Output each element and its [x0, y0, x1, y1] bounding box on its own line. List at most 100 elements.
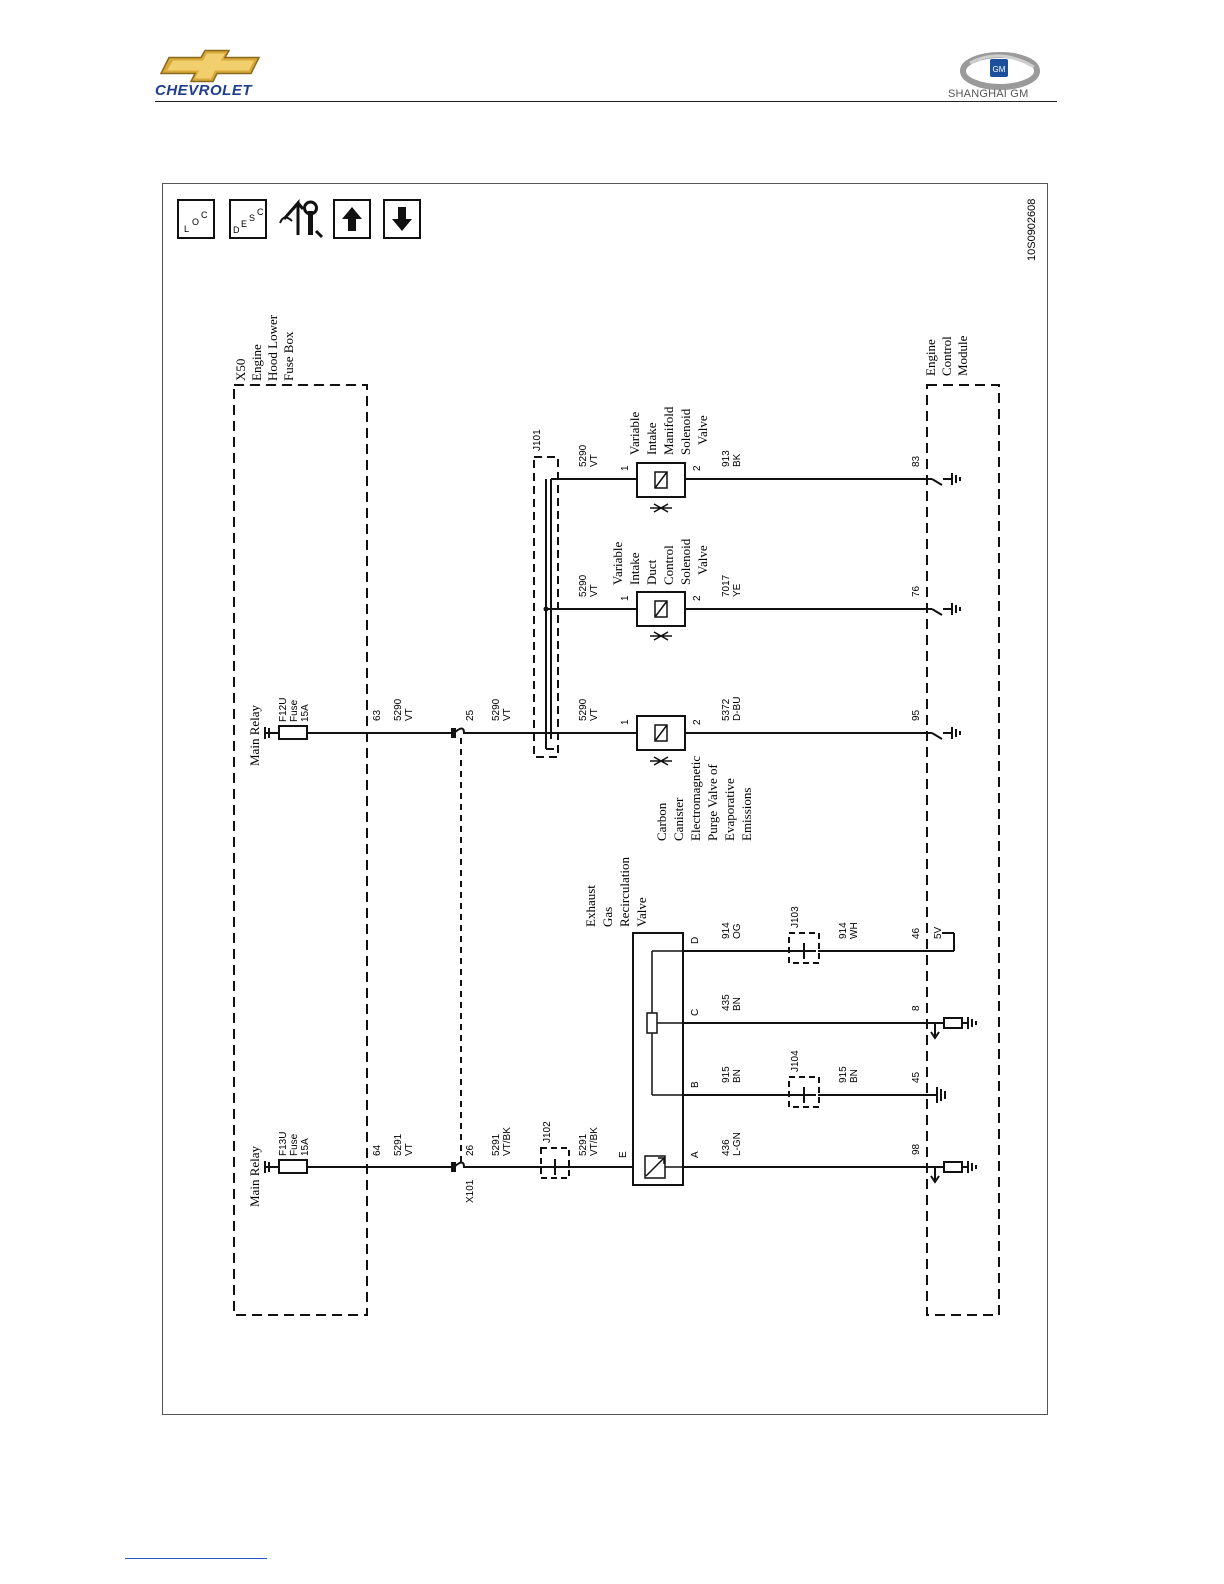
- svg-text:S: S: [249, 213, 255, 223]
- svg-text:64: 64: [372, 1144, 383, 1156]
- svg-text:Fuse: Fuse: [289, 1133, 300, 1156]
- svg-text:95: 95: [911, 709, 922, 721]
- svg-text:O: O: [192, 217, 199, 227]
- svg-text:VT: VT: [589, 708, 600, 721]
- purge-solenoid-valve: 1 2 Carbon Canister Electromagnetic Purg…: [620, 715, 932, 841]
- svg-text:D: D: [690, 937, 701, 944]
- svg-text:VT: VT: [404, 708, 415, 721]
- fuse-f12u-branch: Main Relay F12U Fuse 15A: [247, 698, 311, 766]
- splice-j102: J102: [540, 1121, 570, 1179]
- svg-text:15A: 15A: [300, 704, 311, 722]
- svg-text:2: 2: [692, 465, 703, 471]
- svg-text:5372: 5372: [721, 698, 732, 721]
- svg-text:8: 8: [911, 1005, 922, 1011]
- ecm-egr-internals: [930, 1017, 977, 1184]
- svg-text:1: 1: [620, 465, 631, 471]
- svg-text:Evaporative: Evaporative: [722, 778, 737, 841]
- ecm-5v-reference: 5V: [933, 926, 944, 939]
- fuse-box-x50: X50 Engine Hood Lower Fuse Box: [233, 314, 368, 1316]
- main-relay-label-right: Main Relay: [247, 704, 262, 766]
- service-icon[interactable]: [279, 199, 324, 239]
- svg-text:C: C: [257, 207, 264, 217]
- svg-text:Hood Lower: Hood Lower: [265, 314, 280, 381]
- footer-link-underline[interactable]: [125, 1558, 267, 1559]
- svg-text:Canister: Canister: [671, 797, 686, 841]
- ecm-driver-switches: [931, 473, 961, 740]
- svg-text:Fuse Box: Fuse Box: [281, 331, 296, 381]
- svg-text:5290: 5290: [578, 444, 589, 467]
- component-feed-labels: 5290 VT 5290 VT 5290 VT 5291 VT/BK: [578, 444, 600, 1156]
- fuse-box-label: X50 Engine Hood Lower Fuse Box: [233, 314, 296, 381]
- svg-text:D-BU: D-BU: [732, 697, 743, 721]
- svg-text:Valve: Valve: [695, 545, 710, 575]
- svg-text:914: 914: [838, 922, 849, 939]
- svg-text:Electromagnetic: Electromagnetic: [688, 756, 703, 841]
- ecm-label: Engine Control Module: [923, 335, 970, 376]
- svg-text:2: 2: [692, 719, 703, 725]
- svg-text:Purge Valve of: Purge Valve of: [705, 764, 720, 841]
- svg-text:Emissions: Emissions: [739, 788, 754, 841]
- svg-text:5290: 5290: [578, 698, 589, 721]
- up-arrow-icon[interactable]: [333, 199, 371, 239]
- svg-text:435: 435: [721, 994, 732, 1011]
- page-header: CHEVROLET GM SHANGHAI GM: [0, 0, 1224, 110]
- svg-text:Variable: Variable: [627, 411, 642, 455]
- svg-text:Control: Control: [661, 545, 676, 585]
- svg-text:OG: OG: [732, 923, 743, 939]
- location-icon[interactable]: LOC: [177, 199, 215, 239]
- svg-text:VT: VT: [502, 708, 513, 721]
- svg-text:1: 1: [620, 595, 631, 601]
- svg-text:J104: J104: [790, 1050, 801, 1072]
- svg-text:VT: VT: [589, 584, 600, 597]
- svg-text:Exhaust: Exhaust: [583, 885, 598, 927]
- x101-pin-26-terminal: [451, 1162, 456, 1172]
- svg-text:5290: 5290: [393, 698, 404, 721]
- engine-control-module: Engine Control Module: [923, 335, 1000, 1316]
- egr-pin-labels: E A B C D: [618, 937, 701, 1158]
- f12u-wire-labels: 63 5290 VT 25 5290 VT: [372, 698, 513, 721]
- egr-valve-label: Exhaust Gas Recirculation Valve: [583, 856, 649, 927]
- svg-text:Gas: Gas: [600, 907, 615, 927]
- header-rule: [155, 101, 1057, 102]
- egr-ecm-wires: [683, 932, 955, 1168]
- svg-text:E: E: [241, 219, 247, 229]
- svg-text:B: B: [690, 1081, 701, 1088]
- down-arrow-icon[interactable]: [383, 199, 421, 239]
- svg-text:F13U: F13U: [278, 1132, 289, 1156]
- intake-manifold-valve-label: Variable Intake Manifold Solenoid Valve: [627, 406, 710, 455]
- svg-text:C: C: [201, 210, 208, 220]
- purge-valve-label: Carbon Canister Electromagnetic Purge Va…: [654, 756, 754, 841]
- svg-text:A: A: [690, 1151, 701, 1158]
- intake-duct-solenoid-valve: 1 2 Variable Intake Duct Control Solenoi…: [610, 538, 932, 641]
- fuse-f12u-symbol: [278, 725, 308, 740]
- svg-text:BK: BK: [732, 453, 743, 467]
- svg-text:Manifold: Manifold: [661, 406, 676, 455]
- svg-text:VT: VT: [589, 454, 600, 467]
- svg-text:VT: VT: [404, 1143, 415, 1156]
- svg-text:45: 45: [911, 1071, 922, 1083]
- svg-text:BN: BN: [732, 1069, 743, 1083]
- svg-text:Variable: Variable: [610, 541, 625, 585]
- svg-text:BN: BN: [849, 1069, 860, 1083]
- f13u-wire-labels: 64 5291 VT 26 5291 VT/BK: [372, 1127, 513, 1156]
- svg-text:63: 63: [372, 709, 383, 721]
- svg-text:Carbon: Carbon: [654, 802, 669, 841]
- svg-text:Valve: Valve: [634, 897, 649, 927]
- svg-text:Intake: Intake: [644, 422, 659, 455]
- connector-x101-label: X101: [465, 1179, 476, 1203]
- svg-text:WH: WH: [849, 922, 860, 939]
- svg-text:7017: 7017: [721, 574, 732, 597]
- x101-pin-25-terminal: [451, 728, 456, 738]
- intake-duct-valve-label: Variable Intake Duct Control Solenoid Va…: [610, 538, 710, 585]
- svg-text:83: 83: [911, 455, 922, 467]
- intake-manifold-solenoid-valve: 1 2 Variable Intake Manifold Solenoid Va…: [620, 406, 932, 513]
- shanghai-gm-logo: GM: [960, 52, 1040, 90]
- svg-text:76: 76: [911, 585, 922, 597]
- svg-text:Engine: Engine: [249, 344, 264, 381]
- ecm-egr-pins: 98 45 8 46 5V: [911, 926, 944, 1155]
- splice-j104: J104: [788, 1050, 820, 1108]
- svg-text:D: D: [233, 225, 240, 235]
- svg-text:1: 1: [620, 719, 631, 725]
